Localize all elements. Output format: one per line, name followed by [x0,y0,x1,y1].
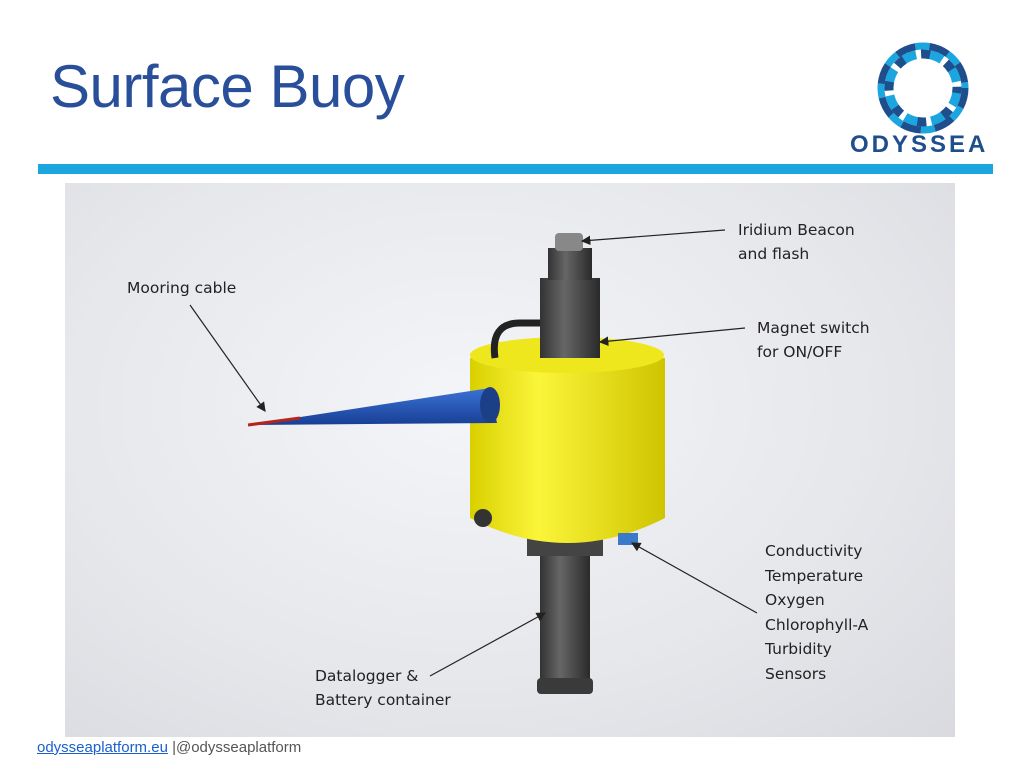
label-mooring: Mooring cable [127,276,236,300]
label-datalogger: Datalogger & Battery container [315,664,451,712]
social-handle: |@odysseaplatform [167,739,302,756]
buoy-render-image: Iridium Beacon and flash Magnet switch f… [65,183,955,737]
label-line: Turbidity [765,640,832,659]
label-line: Mooring cable [127,279,237,297]
magnet-arrow [598,327,746,346]
label-magnet: Magnet switch for ON/OFF [757,316,870,364]
label-line: Oxygen [765,591,825,610]
footer: odysseaplatform.eu |@odysseaplatform [37,739,301,756]
label-beacon: Iridium Beacon and flash [738,218,855,266]
beacon-arrow [580,229,726,246]
label-line: Magnet switch [757,319,870,337]
mooring-arrow [189,304,266,412]
label-line: Battery container [315,691,451,709]
slide-title: Surface Buoy [50,53,405,120]
sensors-arrow [630,542,758,614]
title-divider [38,164,993,174]
label-line: Temperature [765,566,864,585]
label-line: Chlorophyll-A [765,615,869,634]
odyssea-logo-icon [877,42,969,134]
label-line: Conductivity [765,542,863,560]
label-line: and flash [738,245,810,263]
website-link[interactable]: odysseaplatform.eu [37,739,168,756]
datalogger-arrow [429,612,547,677]
logo-wordmark: ODYSSEA [850,131,989,158]
label-sensors: Conductivity Temperature Oxygen Chloroph… [765,539,868,687]
label-line: Sensors [765,664,827,683]
label-line: for ON/OFF [757,343,843,361]
label-line: Iridium Beacon [738,221,855,239]
label-line: Datalogger & [315,667,419,685]
